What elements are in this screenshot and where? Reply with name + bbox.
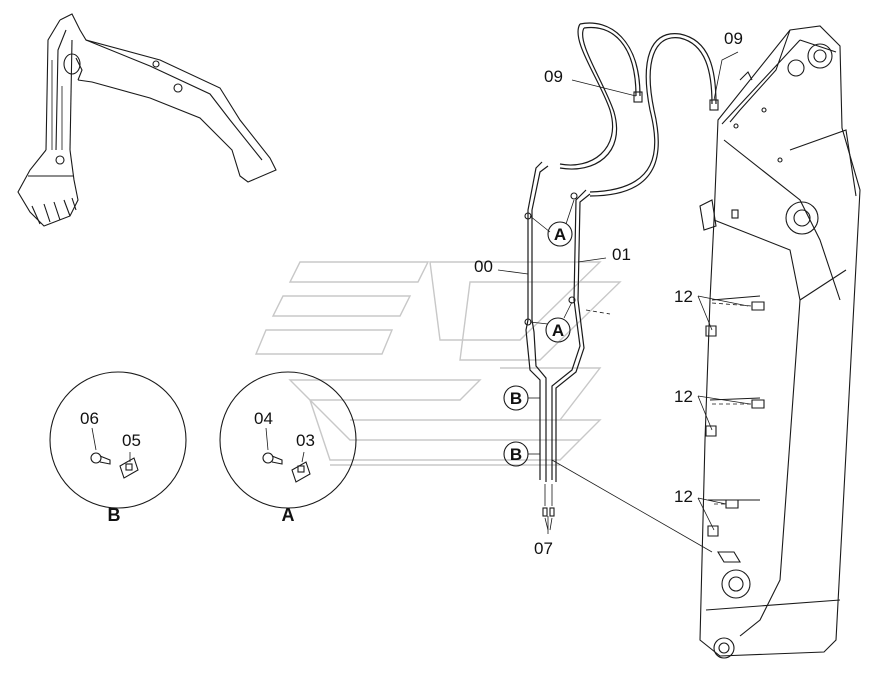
- caption-detail-b: B: [108, 505, 121, 525]
- label-hose-09-left: 09: [544, 67, 563, 86]
- detail-view-b: 06 05 B: [49, 371, 187, 525]
- svg-text:A: A: [554, 225, 566, 244]
- label-clamp-12-bottom: 12: [674, 487, 693, 506]
- excavator-overview-illustration: [17, 13, 277, 227]
- label-bolt-04: 04: [254, 409, 273, 428]
- boom-arm-illustration: [699, 25, 861, 659]
- label-bolt-06: 06: [80, 409, 99, 428]
- label-clamp-12-mid: 12: [674, 387, 693, 406]
- hose-09-left: [559, 22, 643, 170]
- callout-b-upper: B: [503, 385, 529, 411]
- hose-09-right: [589, 33, 719, 197]
- label-pipe-00: 00: [474, 257, 493, 276]
- label-clamp-03: 03: [296, 431, 315, 450]
- svg-text:A: A: [552, 321, 564, 340]
- detail-view-a: 04 03 A: [219, 371, 357, 525]
- plug-07: [542, 484, 555, 531]
- callout-a-upper: A: [547, 221, 573, 247]
- label-hose-09-right: 09: [724, 29, 743, 48]
- callout-a-lower: A: [545, 317, 571, 343]
- leader-lines: [497, 51, 751, 534]
- pipe-01: [551, 189, 611, 482]
- label-clamp-12-top: 12: [674, 287, 693, 306]
- caption-detail-a: A: [282, 505, 295, 525]
- svg-text:B: B: [510, 389, 522, 408]
- callout-b-lower: B: [503, 441, 529, 467]
- pipe-00: [524, 161, 549, 482]
- label-pipe-01: 01: [612, 245, 631, 264]
- svg-text:B: B: [510, 445, 522, 464]
- leader-to-boom: [551, 459, 713, 553]
- label-clamp-05: 05: [122, 431, 141, 450]
- label-plug-07: 07: [534, 539, 553, 558]
